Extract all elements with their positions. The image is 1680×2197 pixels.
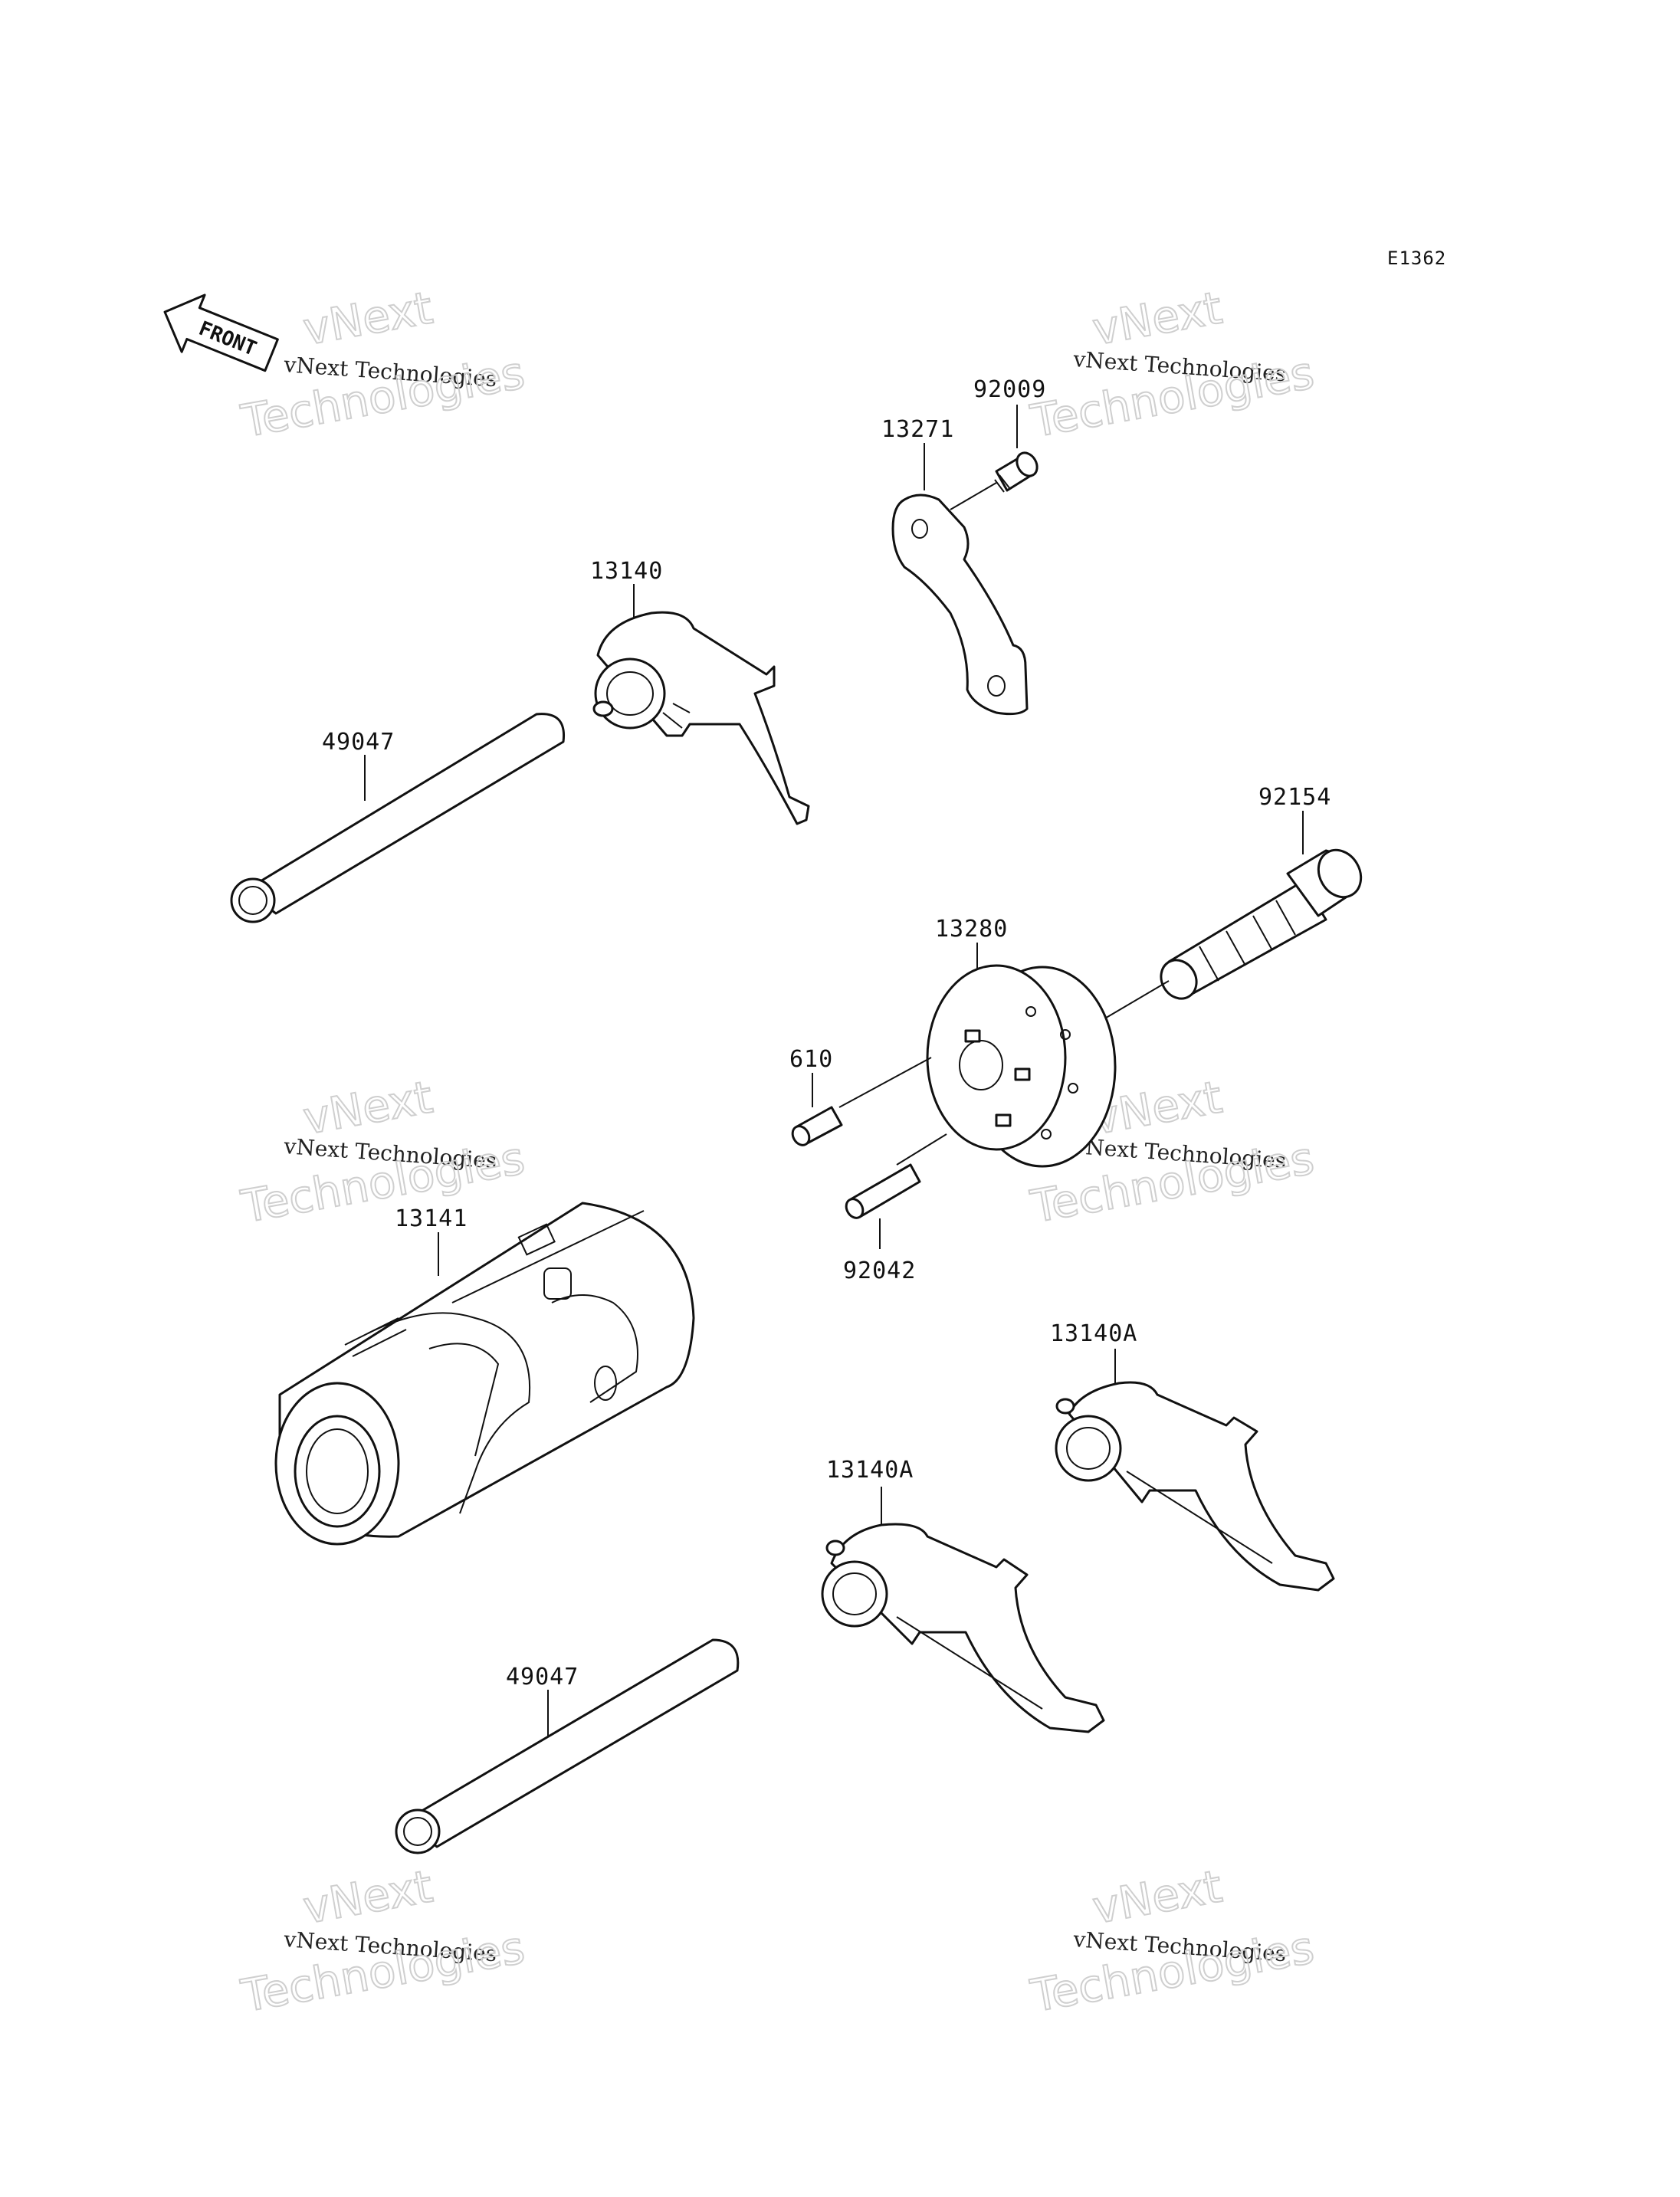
part-92154-bolt [1103, 811, 1363, 1020]
label-13140: 13140 [590, 558, 663, 585]
label-13280: 13280 [935, 916, 1008, 943]
svg-text:vNext: vNext [300, 1860, 437, 1933]
label-13140A-right: 13140A [1050, 1320, 1137, 1347]
svg-text:vNext: vNext [1089, 1860, 1226, 1933]
part-13141-shift-drum [274, 1202, 695, 1546]
label-92009: 92009 [973, 376, 1046, 403]
svg-text:vNext: vNext [1089, 281, 1226, 355]
label-610: 610 [789, 1046, 833, 1073]
label-13140A-left: 13140A [826, 1457, 914, 1484]
watermark-middle-left: vNext vNext Technologies Technologies [237, 1070, 530, 1234]
part-13140-shift-fork [592, 584, 810, 825]
part-13140A-shift-fork-left [821, 1487, 1105, 1733]
label-92154: 92154 [1258, 784, 1331, 811]
part-610-pin [791, 1073, 843, 1146]
part-92009-screw [950, 405, 1039, 510]
label-92042: 92042 [843, 1258, 916, 1284]
watermark-top-right: vNext vNext Technologies Technologies [1026, 280, 1319, 448]
part-13280-shift-drum-cam [838, 943, 1117, 1168]
part-13271-plate [891, 443, 1029, 716]
label-13141: 13141 [395, 1205, 468, 1232]
label-13271: 13271 [881, 416, 954, 443]
watermark-bottom-right: vNext vNext Technologies Technologies [1026, 1859, 1319, 2023]
watermark-top-left: vNext vNext Technologies Technologies [237, 280, 530, 448]
part-13140A-shift-fork-right [1055, 1349, 1335, 1592]
part-92042-pin [845, 1163, 921, 1249]
label-49047-top: 49047 [322, 729, 395, 756]
diagram-code: E1362 [1387, 248, 1446, 269]
svg-text:vNext: vNext [300, 1071, 437, 1144]
watermark-bottom-left: vNext vNext Technologies Technologies [237, 1859, 530, 2023]
part-49047-shaft-bottom [395, 1638, 740, 1854]
part-49047-shaft-top [230, 713, 566, 923]
front-arrow-icon: FRONT [163, 293, 279, 372]
label-49047-bottom: 49047 [506, 1664, 579, 1690]
svg-text:vNext: vNext [300, 281, 437, 355]
